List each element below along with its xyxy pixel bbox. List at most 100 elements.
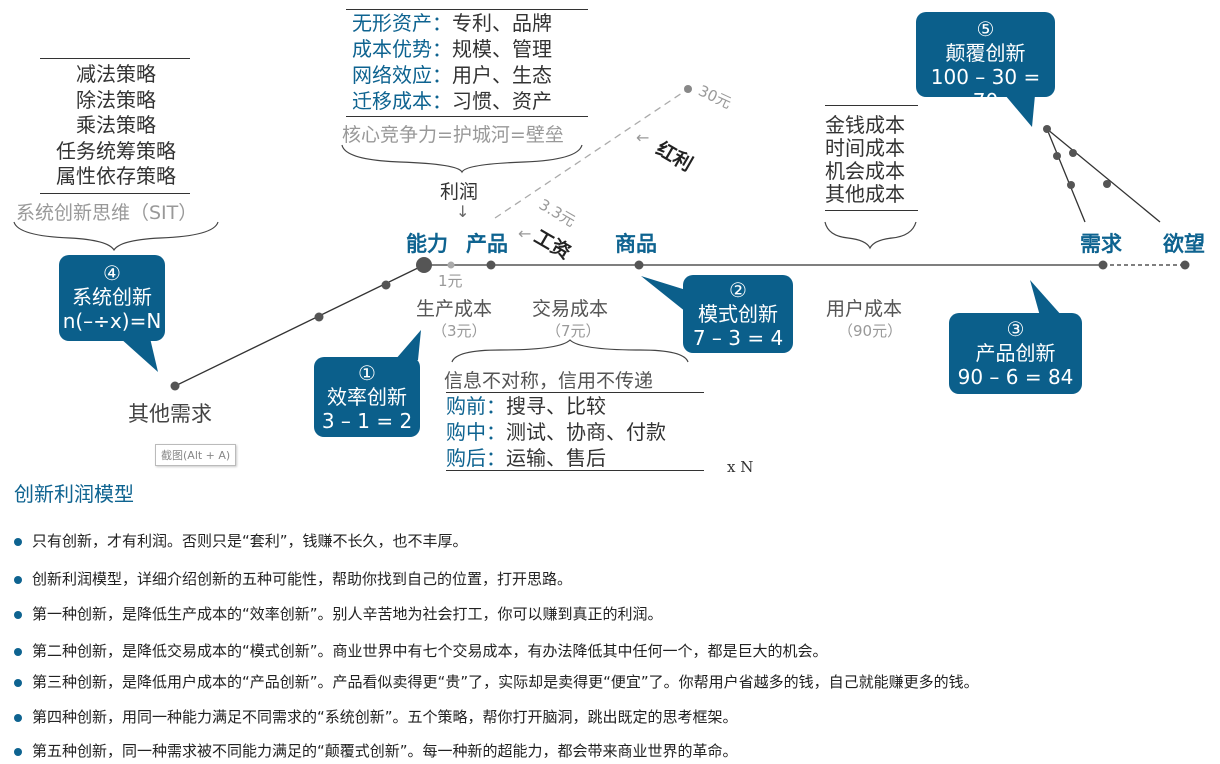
- node-dot: [1103, 180, 1111, 188]
- bubble-name: 系统创新: [72, 285, 152, 309]
- section-title: 创新利润模型: [14, 482, 134, 506]
- sit-list: 减法策略 除法策略 乘法策略 任务统筹策略 属性依存策略: [14, 62, 218, 190]
- user-cost-item: 其他成本: [825, 182, 905, 206]
- bubble-formula: 90 – 6 = 84: [957, 365, 1074, 389]
- bubble-number: ③: [1006, 317, 1025, 341]
- bonus-arrow-icon: ←: [636, 128, 650, 147]
- list-item: 第五种创新，同一种需求被不同能力满足的“颠覆式创新”。每一种新的超能力，都会带来…: [14, 740, 738, 761]
- transaction-key: 购前：: [446, 394, 506, 418]
- bubble-name: 产品创新: [975, 341, 1056, 365]
- disrupt-line-1: [1046, 128, 1086, 223]
- bubble-number: ②: [729, 278, 747, 302]
- down-arrow-icon: ↓: [456, 202, 470, 221]
- moat-value: 习惯、资产: [452, 89, 552, 113]
- list-item: 第一种创新，是降低生产成本的“效率创新”。别人辛苦地为社会打工，你可以赚到真正的…: [14, 603, 663, 624]
- node-dot: [314, 312, 324, 322]
- product-dot: [486, 260, 496, 270]
- bubble-number: ④: [103, 261, 121, 285]
- transaction-value: 运输、售后: [506, 446, 606, 470]
- bubble-3-tail: [1030, 280, 1062, 316]
- bubble-formula: 3 – 1 = 2: [321, 409, 413, 433]
- divider: [446, 470, 704, 471]
- bubble-name: 模式创新: [698, 302, 778, 326]
- production-cost-label: 生产成本: [416, 298, 493, 320]
- goods-dot: [634, 260, 644, 270]
- bubble-name: 效率创新: [327, 385, 407, 409]
- node-product: 产品: [466, 232, 508, 256]
- user-cost-brace: [824, 221, 917, 250]
- divider: [446, 392, 704, 393]
- node-ability: 能力: [406, 232, 448, 256]
- transaction-row: 购后：运输、售后: [446, 445, 666, 471]
- user-cost-label: 用户成本: [826, 298, 903, 320]
- node-dot: [1053, 152, 1061, 160]
- moat-row: 网络效应：用户、生态: [352, 62, 552, 88]
- divider: [40, 58, 190, 59]
- list-item: 第四种创新，用同一种能力满足不同需求的“系统创新”。五个策略，帮你打开脑洞，跳出…: [14, 706, 738, 727]
- wage-arrow-icon: ←: [518, 224, 532, 243]
- user-cost-value: （90元）: [838, 322, 903, 340]
- bubble-name: 颠覆创新: [945, 41, 1026, 65]
- divider: [346, 116, 588, 117]
- divider: [825, 210, 918, 211]
- screenshot-tooltip: 截图(Alt + A): [155, 444, 237, 466]
- divider: [346, 9, 588, 10]
- bubble-formula: 7 – 3 = 4: [692, 326, 784, 350]
- node-demand: 需求: [1080, 232, 1122, 256]
- sit-item: 任务统筹策略: [56, 138, 176, 163]
- desire-dot: [1180, 260, 1190, 270]
- transaction-key: 购后：: [446, 446, 506, 470]
- divider: [825, 105, 918, 106]
- bubble-number: ⑤: [976, 17, 995, 41]
- bubble-number: ①: [358, 361, 376, 385]
- moat-key: 网络效应：: [352, 63, 452, 87]
- moat-brace: [341, 144, 583, 174]
- transaction-row: 购前：搜寻、比较: [446, 393, 666, 419]
- bubble-formula: n(–÷x)=N: [62, 309, 162, 333]
- transaction-key: 购中：: [446, 420, 506, 444]
- list-item: 第三种创新，是降低用户成本的“产品创新”。产品看似卖得更“贵”了，实际却是卖得更…: [14, 671, 979, 692]
- sit-item: 除法策略: [76, 87, 156, 112]
- sit-item: 属性依存策略: [56, 164, 176, 188]
- transaction-value: 搜寻、比较: [506, 394, 606, 418]
- transaction-caption: 信息不对称，信用不传递: [444, 370, 654, 392]
- moat-row: 无形资产：专利、品牌: [352, 10, 552, 36]
- disrupt-line-2: [1046, 128, 1161, 223]
- times-n-label: x N: [727, 458, 754, 476]
- transaction-row: 购中：测试、协商、付款: [446, 419, 666, 445]
- moat-value: 专利、品牌: [452, 11, 552, 35]
- price-30-dot: [684, 85, 692, 93]
- transaction-value: 测试、协商、付款: [506, 420, 666, 444]
- moat-value: 规模、管理: [452, 37, 552, 61]
- user-cost-item: 机会成本: [825, 159, 905, 183]
- sit-caption: 系统创新思维（SIT）: [16, 202, 198, 224]
- bubble-5-tail: [1005, 95, 1035, 127]
- transaction-cost-label: 交易成本: [532, 298, 609, 320]
- production-cost-value: （3元）: [432, 322, 487, 340]
- list-item: 第二种创新，是降低交易成本的“模式创新”。商业世界中有七个交易成本，有办法降低其…: [14, 640, 828, 661]
- price-1-dot: [447, 261, 455, 269]
- list-item: 只有创新，才有利润。否则只是“套利”，钱赚不长久，也不丰厚。: [14, 530, 468, 551]
- node-dot: [1043, 125, 1051, 133]
- bubble-2-tail: [641, 276, 686, 312]
- profit-label: 利润: [440, 181, 479, 203]
- sit-item: 乘法策略: [76, 113, 156, 137]
- node-desire: 欲望: [1163, 232, 1205, 256]
- moat-caption: 核心竞争力=护城河=壁垒: [342, 124, 564, 146]
- divider: [40, 193, 190, 194]
- node-dot: [1067, 181, 1075, 189]
- moat-value: 用户、生态: [452, 63, 552, 87]
- transaction-cost-value: （7元）: [546, 322, 601, 340]
- node-goods: 商品: [615, 232, 657, 256]
- node-other-demand: 其他需求: [128, 402, 212, 426]
- price-1: 1元: [438, 272, 463, 290]
- bubble-1-tail: [395, 330, 421, 360]
- moat-key: 成本优势：: [352, 37, 452, 61]
- user-cost-item: 时间成本: [825, 136, 905, 160]
- bubble-4-tail: [120, 338, 158, 372]
- demand-dot: [1098, 260, 1108, 270]
